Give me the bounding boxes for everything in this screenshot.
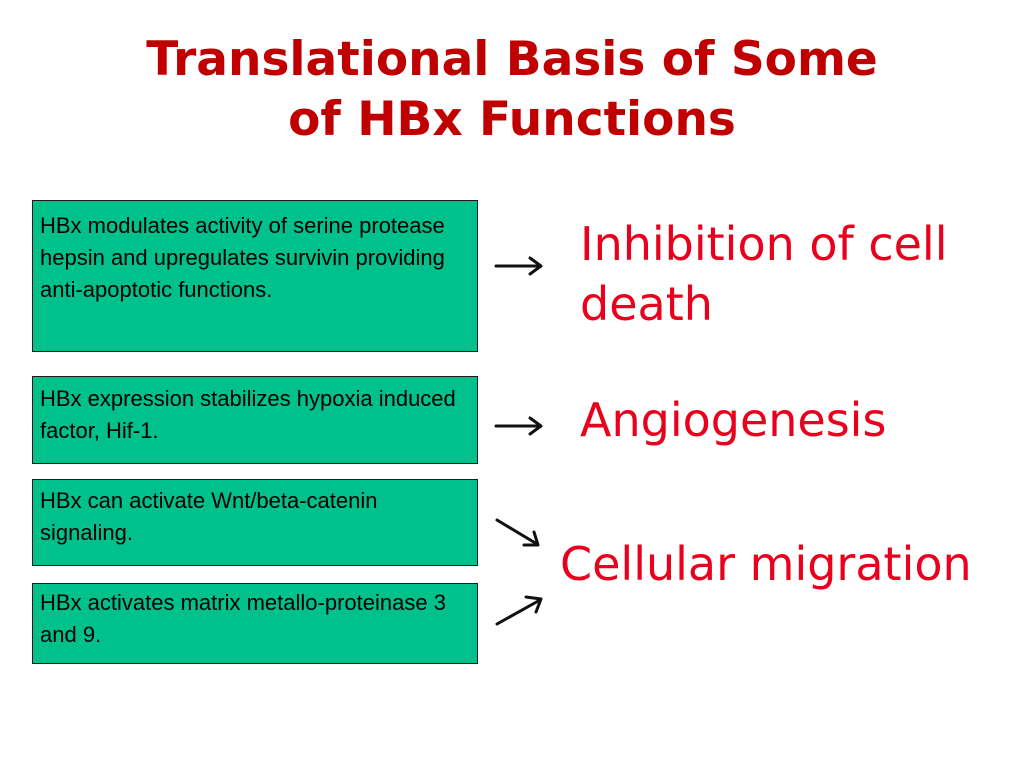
- slide-title-line-2: of HBx Functions: [288, 92, 736, 147]
- outcome-line-1: Inhibition of cell: [580, 217, 948, 271]
- outcome-angiogenesis: Angiogenesis: [580, 393, 887, 447]
- outcome-cellular-migration: Cellular migration: [560, 537, 972, 591]
- fact-box-hepsin-survivin: HBx modulates activity of serine proteas…: [32, 200, 478, 352]
- fact-text: HBx can activate Wnt/beta-catenin signal…: [40, 488, 378, 545]
- arrow-right-icon: [494, 256, 543, 276]
- slide-title: Translational Basis of Some of HBx Funct…: [0, 30, 1024, 150]
- outcome-inhibition-of-cell-death: Inhibition of cell death: [580, 214, 947, 334]
- arrow-down-right-icon: [495, 518, 540, 547]
- outcome-line-2: death: [580, 277, 713, 331]
- fact-box-hif1: HBx expression stabilizes hypoxia induce…: [32, 376, 478, 464]
- fact-text: HBx modulates activity of serine proteas…: [40, 213, 445, 302]
- fact-text: HBx activates matrix metallo-proteinase …: [40, 590, 446, 647]
- arrow-up-right-icon: [495, 595, 543, 626]
- arrow-right-icon: [494, 416, 543, 436]
- slide-title-line-1: Translational Basis of Some: [146, 32, 878, 87]
- fact-box-mmp: HBx activates matrix metallo-proteinase …: [32, 583, 478, 664]
- fact-box-wnt: HBx can activate Wnt/beta-catenin signal…: [32, 479, 478, 566]
- fact-text: HBx expression stabilizes hypoxia induce…: [40, 386, 456, 443]
